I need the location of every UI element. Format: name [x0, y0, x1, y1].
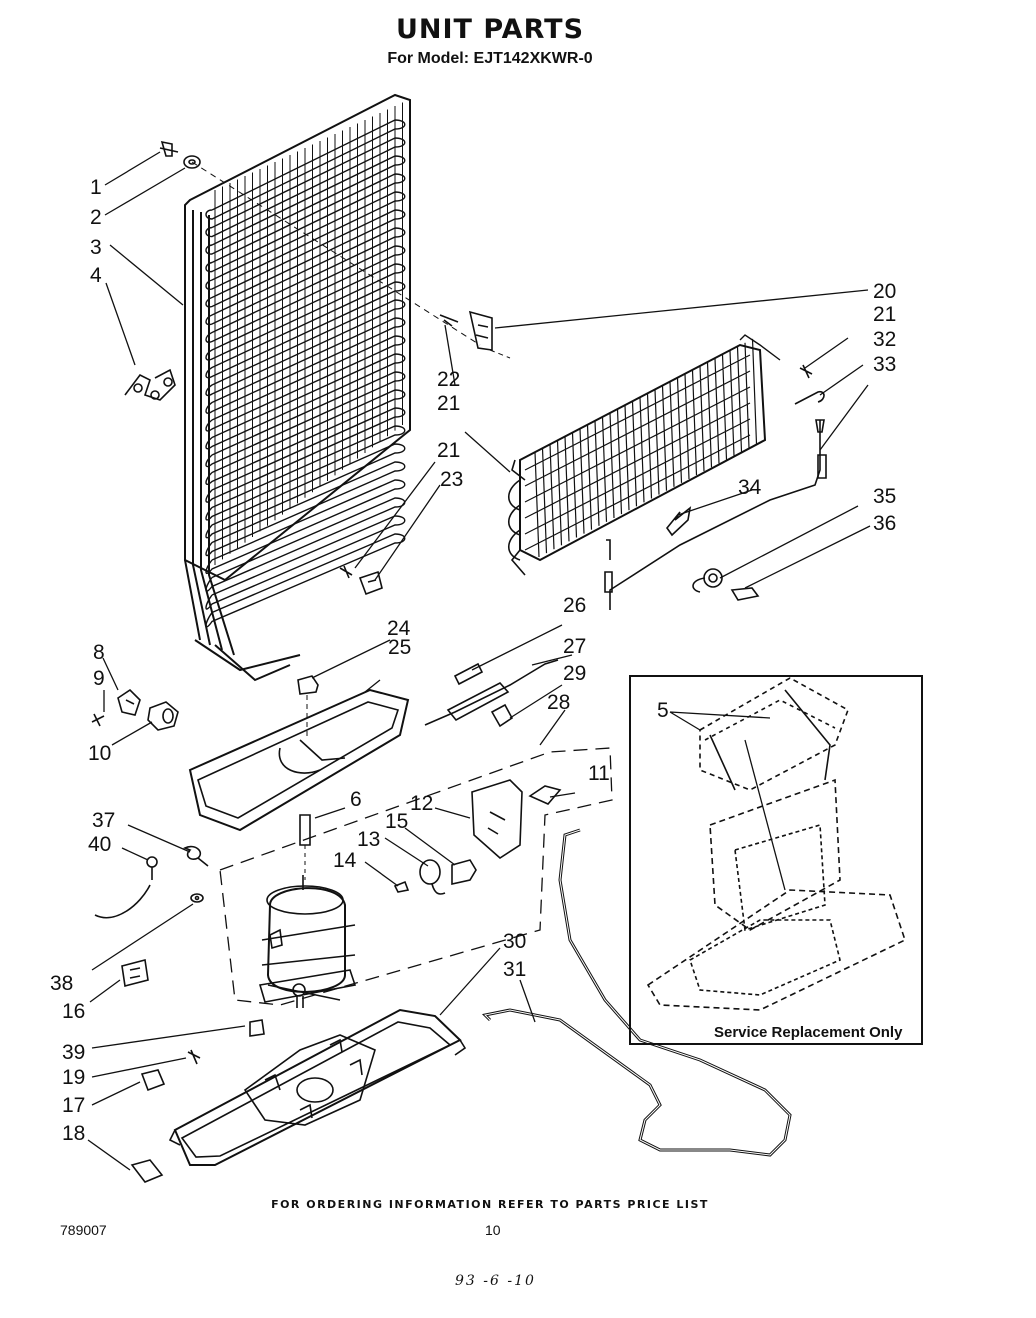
- callout-14: 14: [333, 849, 357, 872]
- compressor-group-outline: [219, 747, 613, 1006]
- harness-part-4: [124, 368, 176, 401]
- callout-9: 9: [93, 667, 105, 690]
- clamp-part-23: [358, 570, 383, 596]
- cover-part-11: [528, 785, 562, 805]
- page-number: 10: [485, 1222, 501, 1238]
- clip-part-34: [665, 506, 692, 537]
- callout-5: 5: [657, 699, 669, 722]
- screw-part-1: [159, 140, 179, 157]
- capillary-tube: [604, 419, 827, 610]
- callout-12: 12: [410, 792, 433, 815]
- callout-35: 35: [873, 485, 896, 508]
- callout-36: 36: [873, 512, 896, 535]
- screw-part-21-top: [799, 364, 813, 379]
- callout-29: 29: [563, 662, 586, 685]
- pin-part-32: [794, 390, 825, 405]
- callout-17: 17: [62, 1094, 85, 1117]
- callout-25: 25: [388, 636, 411, 659]
- tube-part-31: [481, 828, 792, 1157]
- nut-part-24: [297, 675, 319, 695]
- callout-11: 11: [588, 762, 610, 785]
- screw-part-9: [91, 713, 105, 727]
- spring-part-6: [299, 814, 311, 846]
- callout-27: 27: [563, 635, 586, 658]
- heater-part-35: [692, 568, 723, 593]
- callout-20: 20: [873, 280, 896, 303]
- inset-caption: Service Replacement Only: [714, 1024, 903, 1041]
- callout-16: 16: [62, 1000, 85, 1023]
- model-subtitle: For Model: EJT142XKWR-0: [387, 50, 593, 67]
- callout-3: 3: [90, 236, 102, 259]
- callout-38: 38: [50, 972, 73, 995]
- callout-24: 24: [387, 617, 411, 640]
- document-number: 789007: [60, 1222, 107, 1238]
- callout-2: 2: [90, 206, 102, 229]
- screw-part-21-bottom: [339, 565, 353, 579]
- callout-37: 37: [92, 809, 115, 832]
- callout-26: 26: [563, 594, 586, 617]
- clip-part-14: [393, 880, 410, 893]
- grommet-part-39: [249, 1019, 265, 1037]
- drier-part-26: [453, 662, 484, 686]
- callout-6: 6: [350, 788, 362, 811]
- callout-8: 8: [93, 641, 105, 664]
- ordering-note: FOR ORDERING INFORMATION REFER TO PARTS …: [271, 1198, 709, 1211]
- relay-part-10: [147, 701, 179, 731]
- condenser-coil: [184, 93, 411, 682]
- overload-part-13: [419, 859, 446, 895]
- callout-39: 39: [62, 1041, 85, 1064]
- callout-21: 21: [437, 392, 460, 415]
- clip-part-18: [130, 1159, 164, 1183]
- callout-10: 10: [88, 742, 111, 765]
- callout-34: 34: [738, 476, 762, 499]
- bracket-part-20: [439, 310, 511, 359]
- callout-22: 22: [437, 368, 460, 391]
- callout-31: 31: [503, 958, 526, 981]
- drain-pan-part-25: [188, 688, 410, 832]
- washer-part-38: [190, 893, 204, 903]
- filter-drier-part-27: [424, 659, 559, 726]
- callout-18: 18: [62, 1122, 85, 1145]
- callout-30: 30: [503, 930, 526, 953]
- base-frame-part-30: [168, 1008, 467, 1166]
- bracket-part-8: [117, 688, 141, 716]
- grommet-part-19: [187, 1049, 201, 1065]
- callout-1: 1: [90, 176, 102, 199]
- callout-23: 23: [440, 468, 463, 491]
- callout-21: 21: [873, 303, 896, 326]
- callout-leaders: [87, 151, 871, 1171]
- compressor: [258, 875, 357, 1008]
- callout-28: 28: [547, 691, 570, 714]
- callout-13: 13: [357, 828, 380, 851]
- clip-part-36: [730, 587, 760, 601]
- handwritten-date: 93 -6 -10: [455, 1273, 536, 1289]
- service-replacement-inset: [629, 675, 923, 1045]
- callout-4: 4: [90, 264, 102, 287]
- callout-21: 21: [437, 439, 460, 462]
- callout-32: 32: [873, 328, 896, 351]
- callout-19: 19: [62, 1066, 85, 1089]
- clip-part-29: [490, 703, 514, 728]
- callout-15: 15: [385, 810, 408, 833]
- page-title: UNIT PARTS: [395, 14, 585, 45]
- relay-cover-part-12: [471, 779, 523, 860]
- mount-part-17: [140, 1069, 166, 1092]
- grommet-part-2: [183, 155, 201, 169]
- evaporator-coil: [507, 334, 781, 576]
- clip-part-37: [183, 845, 209, 867]
- terminal-part-40: [94, 856, 158, 919]
- callout-40: 40: [88, 833, 111, 856]
- plug-part-16: [121, 959, 149, 987]
- relay-part-15: [451, 859, 477, 885]
- callout-33: 33: [873, 353, 896, 376]
